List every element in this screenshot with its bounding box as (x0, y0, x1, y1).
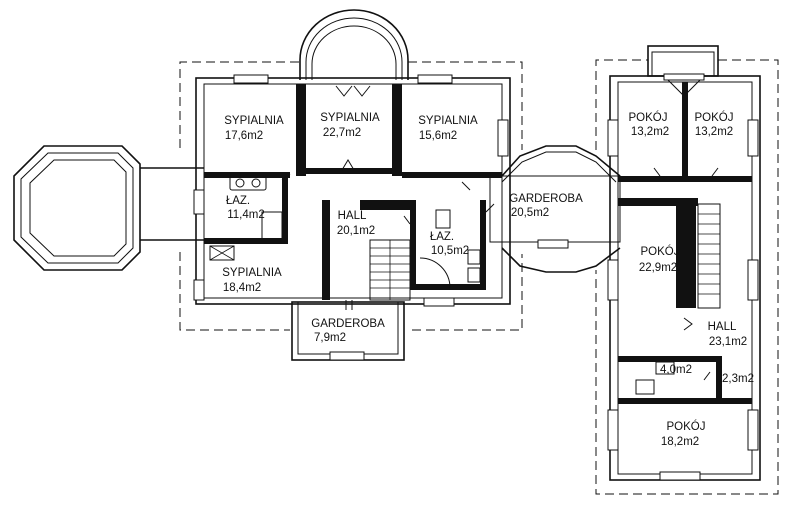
svg-text:10,5m2: 10,5m2 (431, 245, 469, 257)
arched-bay (299, 9, 409, 80)
connector-walls (489, 145, 621, 273)
svg-text:17,6m2: 17,6m2 (225, 130, 263, 142)
room-label-sypialnia-2: SYPIALNIA 22,7m2 (320, 112, 380, 139)
staircase-right (697, 203, 721, 309)
svg-text:18,2m2: 18,2m2 (661, 436, 699, 448)
room-label-sypialnia-1: SYPIALNIA 17,6m2 (224, 115, 284, 142)
room-label-hall-1: HALL 20,1m2 (337, 210, 375, 237)
svg-text:SYPIALNIA: SYPIALNIA (222, 267, 282, 279)
svg-text:HALL: HALL (338, 210, 367, 222)
doors (281, 85, 719, 381)
svg-text:POKÓJ: POKÓJ (695, 111, 734, 124)
svg-text:18,4m2: 18,4m2 (223, 282, 261, 294)
svg-text:22,9m2: 22,9m2 (639, 262, 677, 274)
svg-text:POKÓJ: POKÓJ (667, 420, 706, 433)
svg-text:SYPIALNIA: SYPIALNIA (224, 115, 284, 127)
roof-outline (179, 59, 779, 495)
room-label-lazienka-2: ŁAZ. 10,5m2 (430, 231, 469, 257)
svg-text:13,2m2: 13,2m2 (631, 126, 669, 138)
room-label-pokoj-4: POKÓJ 18,2m2 (661, 420, 706, 448)
room-label-garderoba-2: GARDEROBA 7,9m2 (311, 318, 385, 344)
svg-text:HALL: HALL (708, 321, 737, 333)
svg-text:SYPIALNIA: SYPIALNIA (320, 112, 380, 124)
svg-text:4,0m2: 4,0m2 (660, 364, 692, 376)
svg-text:GARDEROBA: GARDEROBA (509, 193, 583, 205)
svg-text:11,4m2: 11,4m2 (227, 209, 265, 221)
room-label-pokoj-2: POKÓJ 13,2m2 (695, 111, 734, 138)
svg-text:ŁAZ.: ŁAZ. (226, 195, 250, 207)
svg-text:22,7m2: 22,7m2 (323, 127, 361, 139)
svg-text:2,3m2: 2,3m2 (722, 373, 754, 385)
room-label-pokoj-3: POKÓJ 22,9m2 (639, 245, 680, 274)
svg-text:20,5m2: 20,5m2 (511, 207, 549, 219)
interior-walls (204, 82, 752, 404)
room-label-pomieszczenie-2: 2,3m2 (722, 373, 754, 385)
room-label-lazienka-1: ŁAZ. 11,4m2 (226, 195, 265, 221)
bathroom-fixtures (209, 175, 675, 395)
octagonal-bay (13, 145, 204, 271)
windows (193, 73, 759, 481)
room-label-sypialnia-3: SYPIALNIA 15,6m2 (418, 115, 478, 142)
svg-text:GARDEROBA: GARDEROBA (311, 318, 385, 330)
room-label-hall-2: HALL 23,1m2 (708, 321, 748, 348)
svg-text:POKÓJ: POKÓJ (629, 111, 668, 124)
svg-text:ŁAZ.: ŁAZ. (430, 231, 454, 243)
staircase-central (369, 239, 411, 301)
svg-text:23,1m2: 23,1m2 (709, 336, 747, 348)
room-label-pokoj-1: POKÓJ 13,2m2 (629, 111, 670, 138)
svg-text:13,2m2: 13,2m2 (695, 126, 733, 138)
room-label-pomieszczenie-1: 4,0m2 (660, 364, 692, 376)
svg-text:SYPIALNIA: SYPIALNIA (418, 115, 478, 127)
svg-text:20,1m2: 20,1m2 (337, 225, 375, 237)
svg-text:7,9m2: 7,9m2 (314, 332, 346, 344)
svg-text:15,6m2: 15,6m2 (419, 130, 457, 142)
room-label-sypialnia-4: SYPIALNIA 18,4m2 (222, 267, 282, 294)
room-label-garderoba-1: GARDEROBA 20,5m2 (509, 193, 583, 219)
svg-text:POKÓJ: POKÓJ (641, 245, 680, 258)
